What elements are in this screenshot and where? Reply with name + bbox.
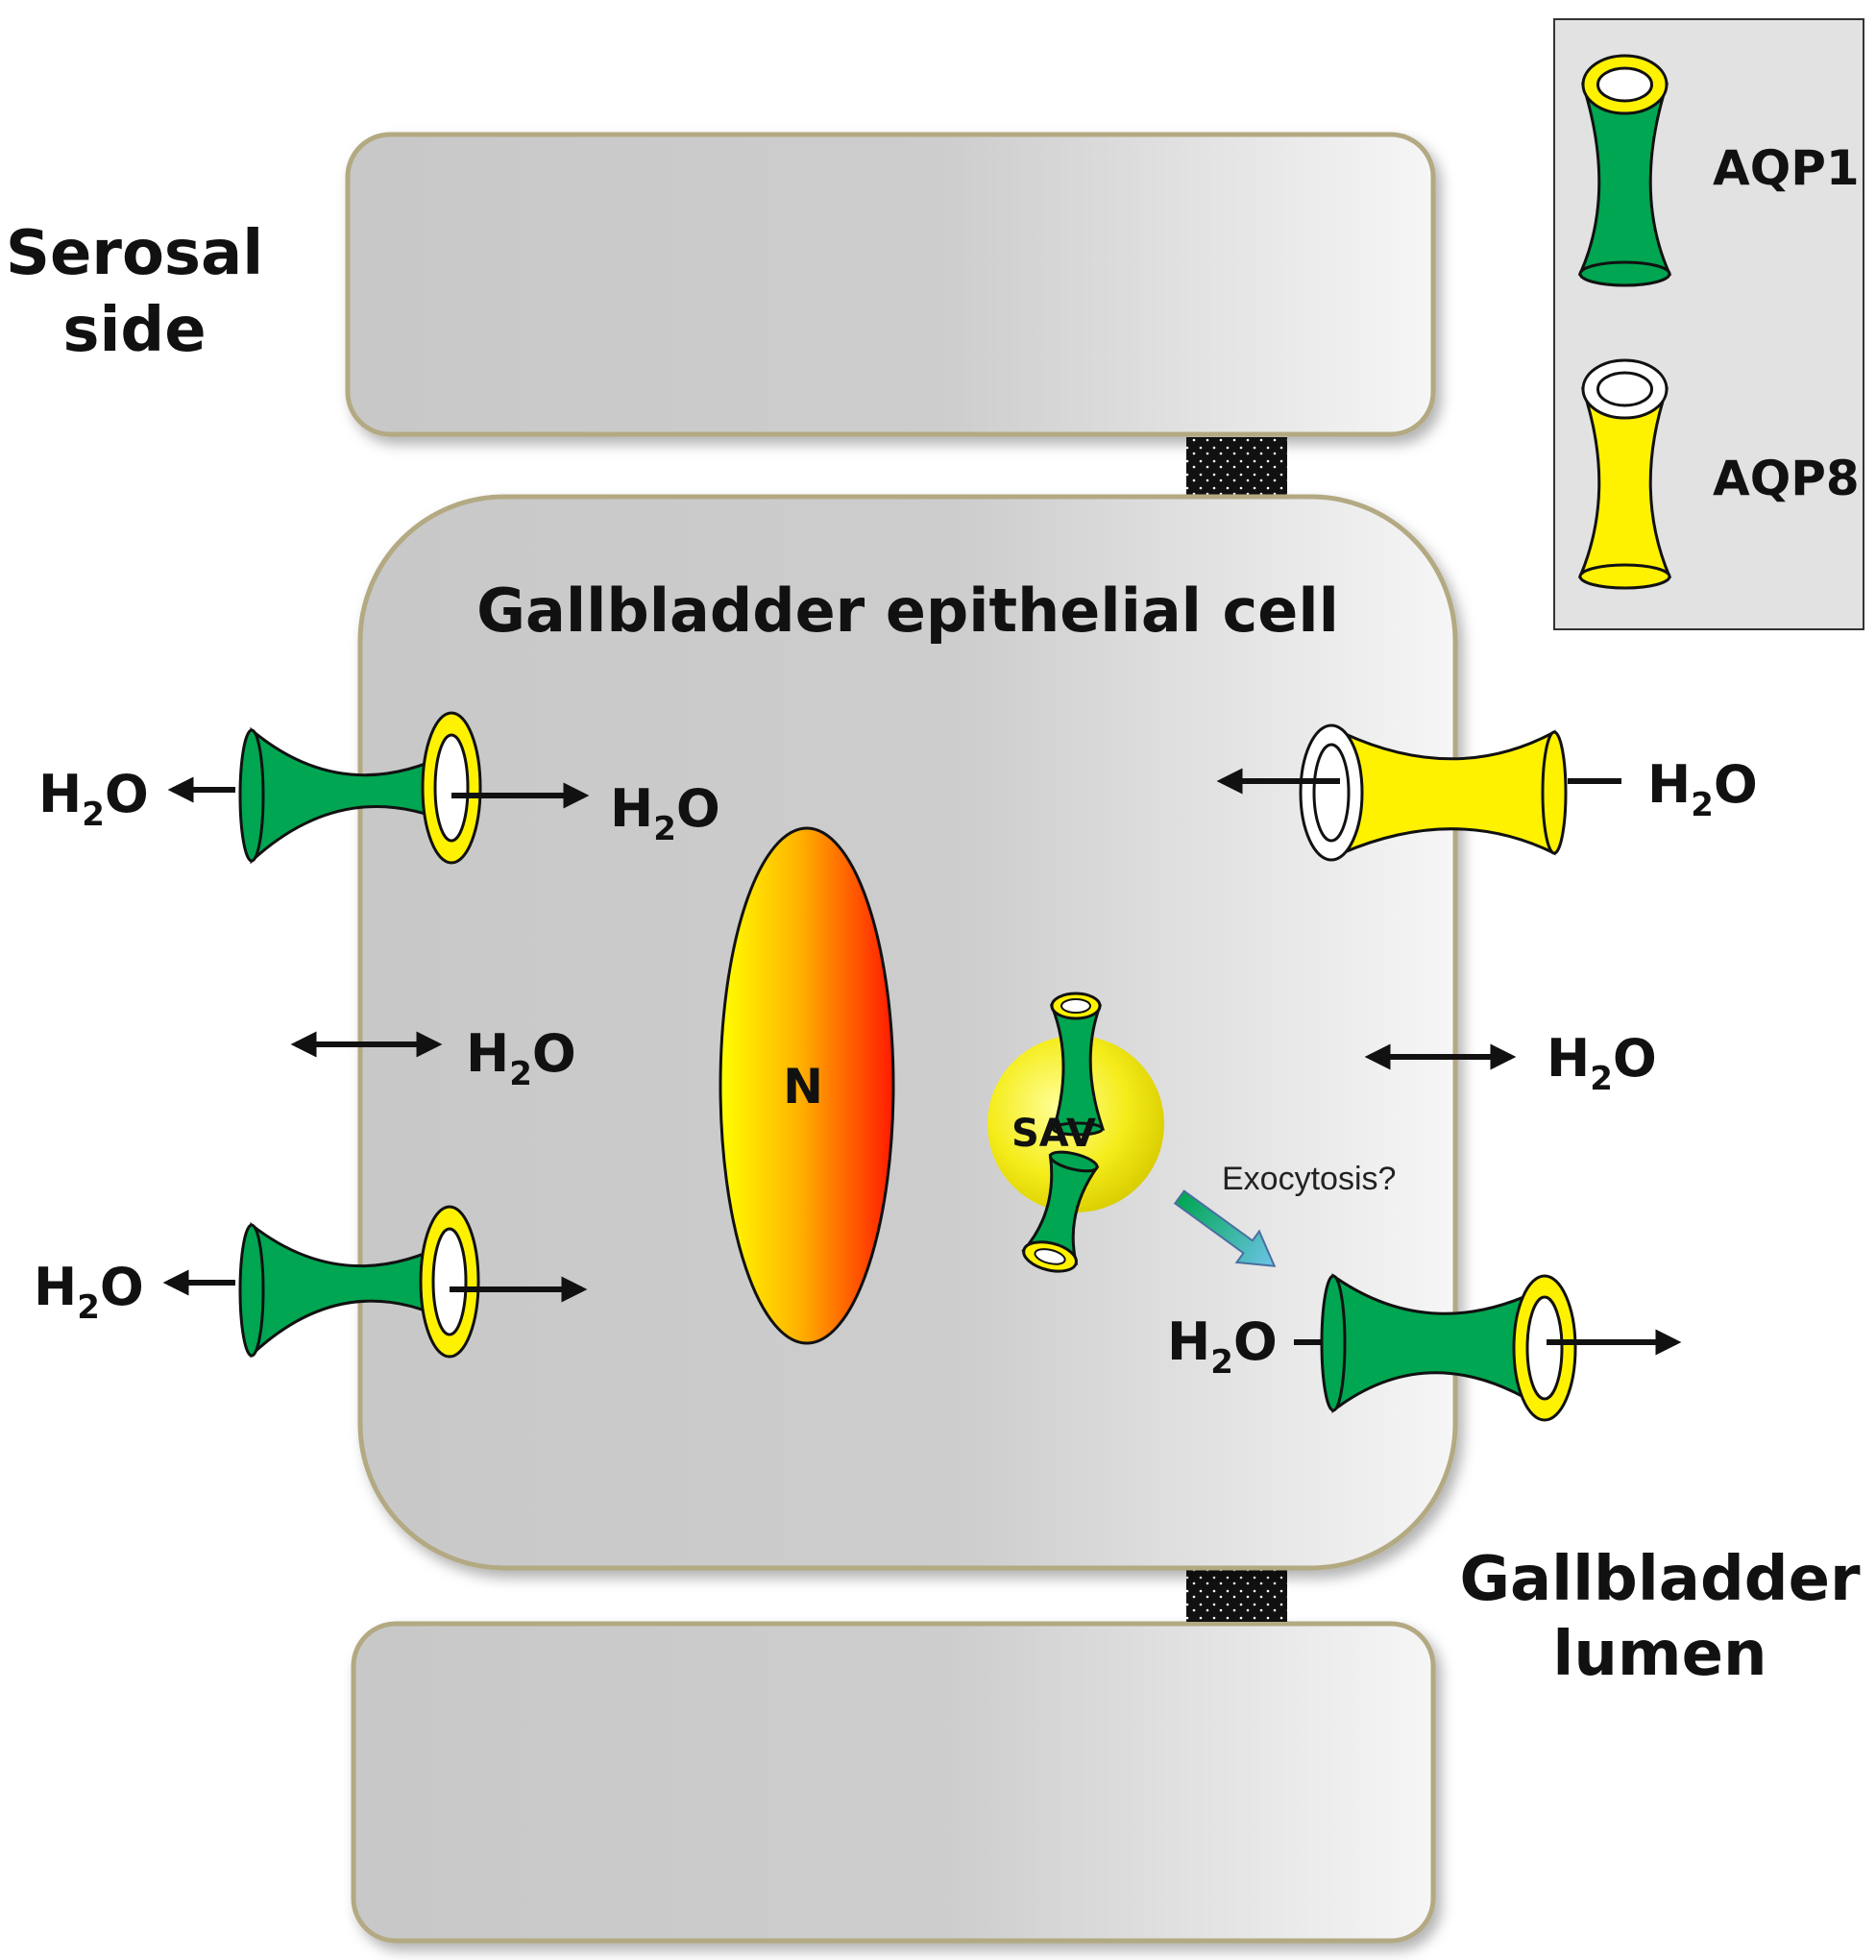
aqp1-channel-lower-right (1294, 1273, 1682, 1422)
aqp8-channel-upper-right (1216, 723, 1621, 862)
water-label-paracellular-right: H2O (1547, 1028, 1657, 1098)
legend-aqp8-label: AQP8 (1713, 451, 1860, 506)
tight-junction-bottom (1186, 1568, 1287, 1622)
serosal-side-label-line2: side (62, 295, 206, 366)
nucleus (719, 826, 895, 1345)
nucleus-label: N (783, 1059, 823, 1115)
water-label-lower-right: H2O (1167, 1311, 1278, 1382)
tight-junction-top (1186, 437, 1287, 495)
vesicle-aqp1-top (1049, 992, 1106, 1137)
exocytosis-label: Exocytosis? (1222, 1161, 1396, 1197)
legend-aqp8-icon (1577, 358, 1672, 590)
water-label-upper-left-out: H2O (38, 764, 149, 834)
vesicle-label: SAV (1011, 1112, 1096, 1156)
exocytosis-arrow (1173, 1189, 1277, 1267)
water-label-lower-left-out: H2O (34, 1257, 144, 1327)
bottom-neighbor-cell (351, 1621, 1436, 1944)
legend-aqp1-icon (1577, 54, 1672, 287)
aqp1-channel-upper-left (167, 711, 590, 865)
vesicle-aqp1-bottom (1021, 1150, 1100, 1273)
gallbladder-lumen-label-line1: Gallbladder (1459, 1544, 1861, 1615)
serosal-side-label-line1: Serosal (6, 218, 263, 289)
top-neighbor-cell (345, 132, 1436, 437)
water-label-paracellular-left: H2O (466, 1023, 576, 1093)
water-label-upper-right: H2O (1647, 754, 1758, 824)
aqp1-channel-lower-left (162, 1205, 588, 1359)
legend-aqp1-label: AQP1 (1713, 140, 1860, 196)
secretory-vesicle: SAV (987, 992, 1164, 1273)
cell-title: Gallbladder epithelial cell (476, 576, 1339, 646)
water-label-upper-left-in: H2O (610, 778, 720, 848)
gallbladder-lumen-label-line2: lumen (1552, 1619, 1766, 1690)
epithelial-cell (357, 494, 1458, 1571)
